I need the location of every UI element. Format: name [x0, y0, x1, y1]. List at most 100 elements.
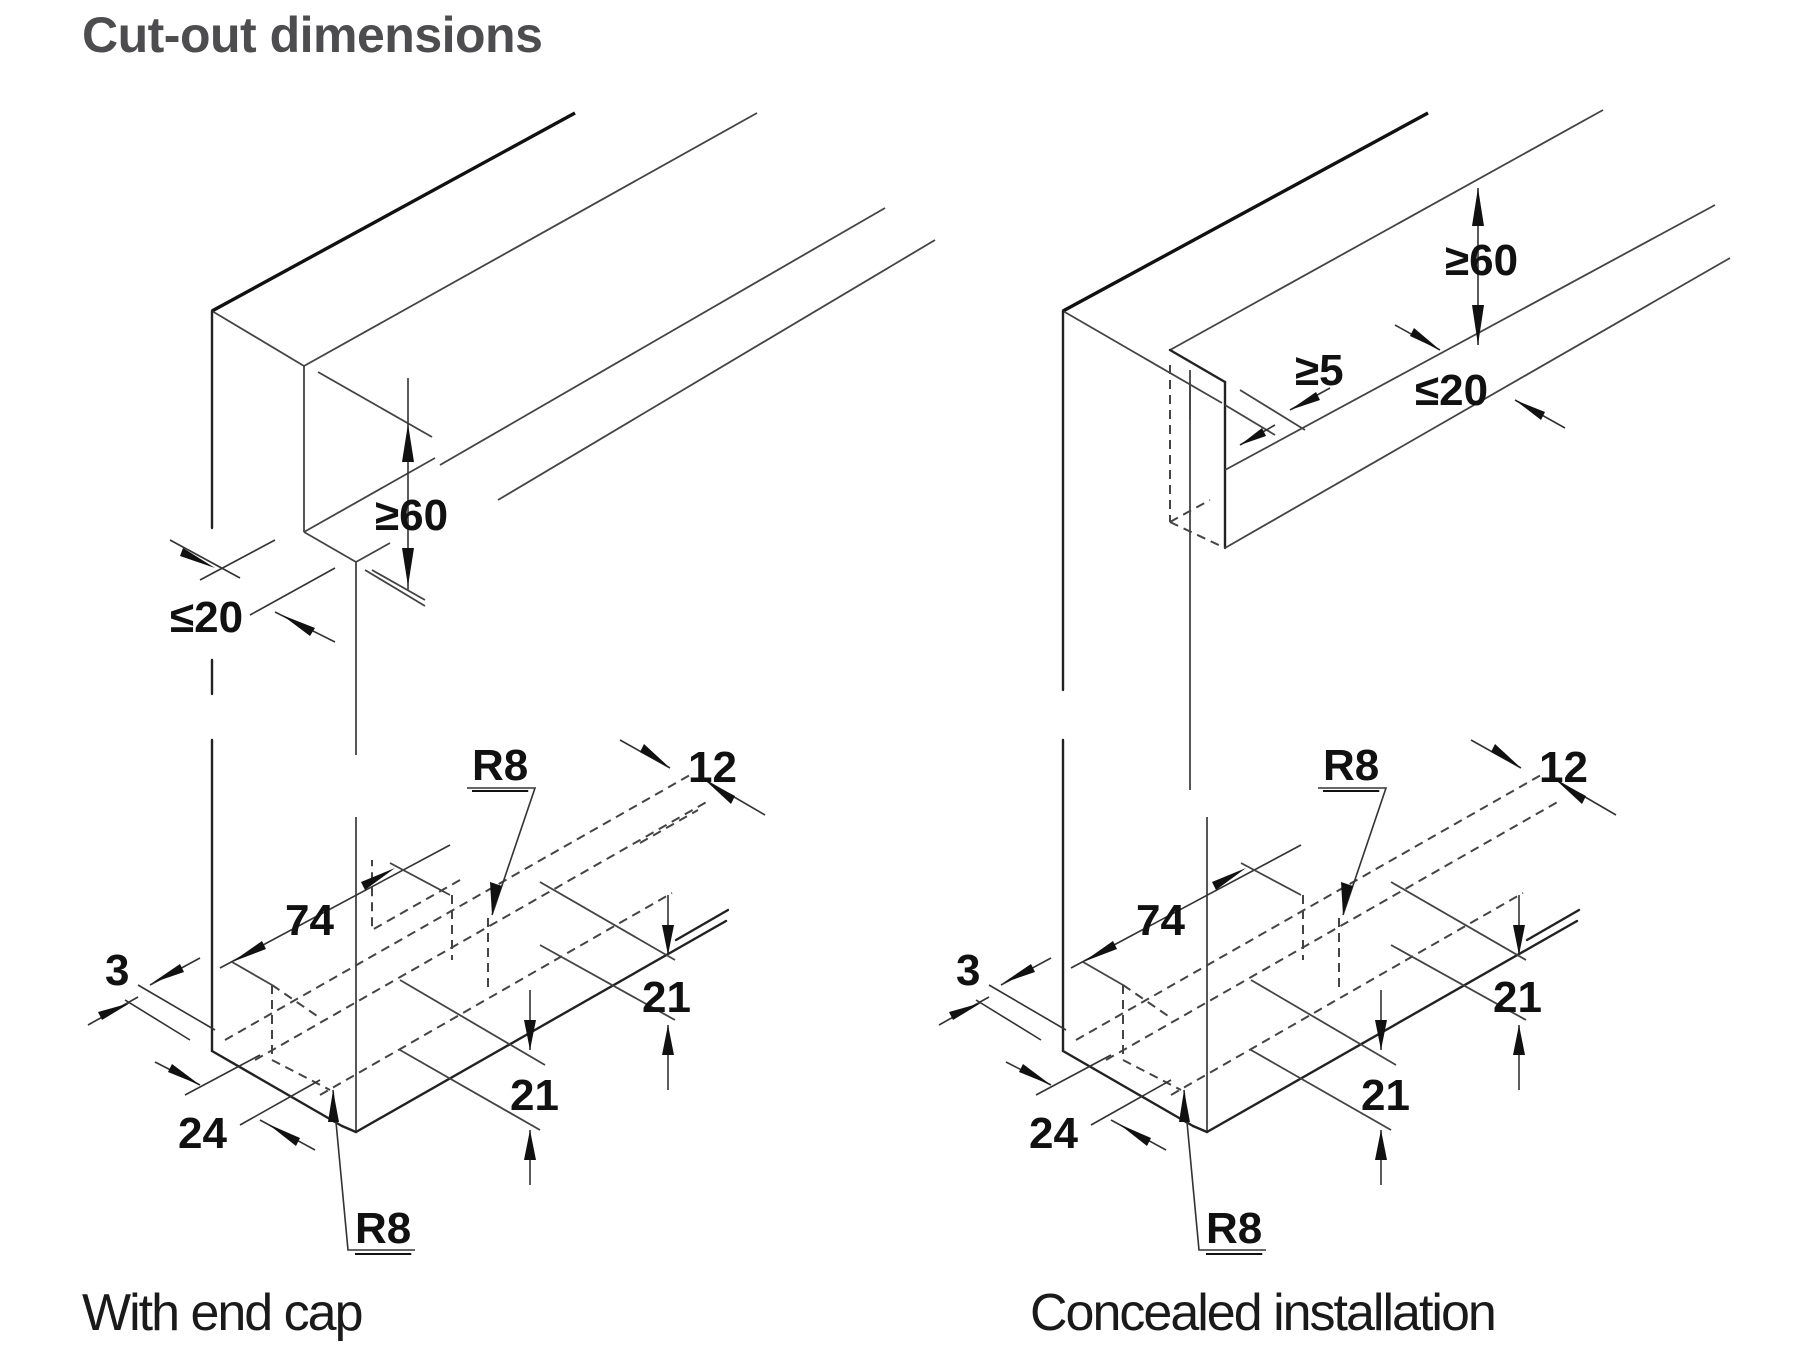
arrow: [1119, 1124, 1151, 1146]
leader-r8-top: [1318, 787, 1388, 916]
arrow: [168, 1064, 200, 1085]
arrow-up: [402, 424, 414, 462]
top-side-edge: [1062, 310, 1223, 404]
ext-line: [239, 1079, 321, 1126]
ext-line: [1035, 1054, 1112, 1096]
edge-stub: [674, 908, 730, 942]
arrow: [1513, 925, 1525, 955]
arrow: [1179, 1090, 1190, 1122]
profile-bottom-edge: [303, 457, 436, 533]
bottom-corner: [340, 1124, 358, 1134]
arrow: [1515, 400, 1545, 420]
top-back-edge: [1062, 111, 1429, 313]
arrow-up: [1472, 188, 1484, 226]
top-side-edge: [211, 310, 305, 367]
panel-with-end-cap: ≥60 ≤20 74 3: [87, 111, 936, 1255]
profile-bottom-edge-2: [355, 542, 391, 563]
ext-line: [988, 984, 1067, 1031]
arrow: [705, 780, 735, 804]
arrow: [1491, 744, 1521, 768]
dim-edge-distance: 24: [1029, 1109, 1078, 1158]
arrow: [1290, 392, 1320, 410]
dim-slot-width: 12: [688, 743, 737, 792]
arrow: [1003, 964, 1035, 983]
profile-edge-3: [497, 239, 936, 501]
flange-top: [1168, 348, 1227, 384]
arrow: [361, 868, 395, 890]
hidden-line-3: [1170, 892, 1524, 1096]
ext-line: [364, 569, 426, 607]
dim-edge-distance: 24: [178, 1109, 227, 1158]
arrow: [1375, 1130, 1387, 1160]
arrow-down: [1472, 305, 1484, 345]
dim-setback: ≥5: [1295, 346, 1344, 395]
leader-r8-bottom: [332, 1089, 415, 1251]
arrow: [1083, 941, 1117, 962]
caption-concealed-installation: Concealed installation: [1030, 1284, 1497, 1342]
ext-line: [1224, 404, 1276, 436]
ext-line: [184, 1054, 261, 1096]
dim-ext: [169, 539, 241, 579]
dim-slot-width: 12: [1539, 743, 1588, 792]
dim-radius-bottom: R8: [355, 1204, 411, 1253]
hidden-line-2: [1105, 799, 1562, 1061]
arrow: [1556, 780, 1586, 804]
dim-offset: 3: [956, 946, 980, 995]
hidden-line-2: [254, 799, 711, 1061]
arrow: [152, 964, 184, 983]
ext-line: [389, 862, 451, 896]
flange-hidden-bottom: [1169, 521, 1226, 549]
arrow: [1341, 882, 1353, 915]
bottom-front-edge: [210, 1049, 344, 1128]
bottom-front-edge: [1061, 1049, 1195, 1128]
ext-line: [124, 999, 191, 1041]
hidden-line-3: [319, 892, 673, 1096]
arrow: [490, 882, 502, 915]
top-back-edge: [211, 111, 576, 313]
arrow: [524, 1020, 536, 1050]
profile-mid-edge: [1224, 204, 1716, 471]
ext-line: [1390, 881, 1527, 961]
dim-ext: [199, 539, 276, 581]
profile-bottom-side: [303, 531, 357, 563]
arrow: [268, 1124, 300, 1146]
arrow: [640, 744, 670, 768]
arrow: [1513, 1025, 1525, 1055]
ext-line: [1240, 862, 1302, 896]
arrow: [1375, 1020, 1387, 1050]
arrow: [282, 615, 315, 636]
arrow: [1240, 428, 1266, 445]
cutout-hidden: [371, 860, 461, 932]
profile-edge-2: [439, 207, 886, 466]
arrow: [662, 1025, 674, 1055]
dim-ext: [249, 567, 336, 616]
arrow: [1212, 868, 1246, 890]
ext-line: [1250, 1049, 1392, 1131]
ext-line: [975, 999, 1042, 1041]
dim-depth-b: 21: [510, 1071, 559, 1120]
profile-top-edge: [303, 112, 758, 367]
ext-line: [1239, 389, 1306, 431]
ext-line: [399, 1049, 541, 1131]
dim-radius-top: R8: [472, 741, 528, 790]
arrow: [98, 1003, 130, 1020]
bottom-right-edge: [1205, 919, 1579, 1134]
arrow: [1410, 328, 1440, 350]
bottom-corner: [1191, 1124, 1209, 1134]
ext-line: [1250, 979, 1397, 1066]
arrow-down: [402, 548, 414, 586]
ext-line: [137, 984, 216, 1031]
page-title: Cut-out dimensions: [82, 7, 543, 63]
hidden-line: [639, 809, 699, 844]
leader-r8-top: [467, 787, 537, 916]
hidden-curve: [271, 984, 321, 1019]
ext-line: [399, 979, 546, 1066]
arrow: [524, 1130, 536, 1160]
ext-line: [539, 944, 676, 1021]
ext-line: [1090, 1079, 1172, 1126]
hidden-curve: [271, 1059, 331, 1091]
dim-radius-bottom: R8: [1206, 1204, 1262, 1253]
profile-bottom-edge: [1224, 257, 1731, 549]
edge-stub: [1525, 908, 1581, 942]
